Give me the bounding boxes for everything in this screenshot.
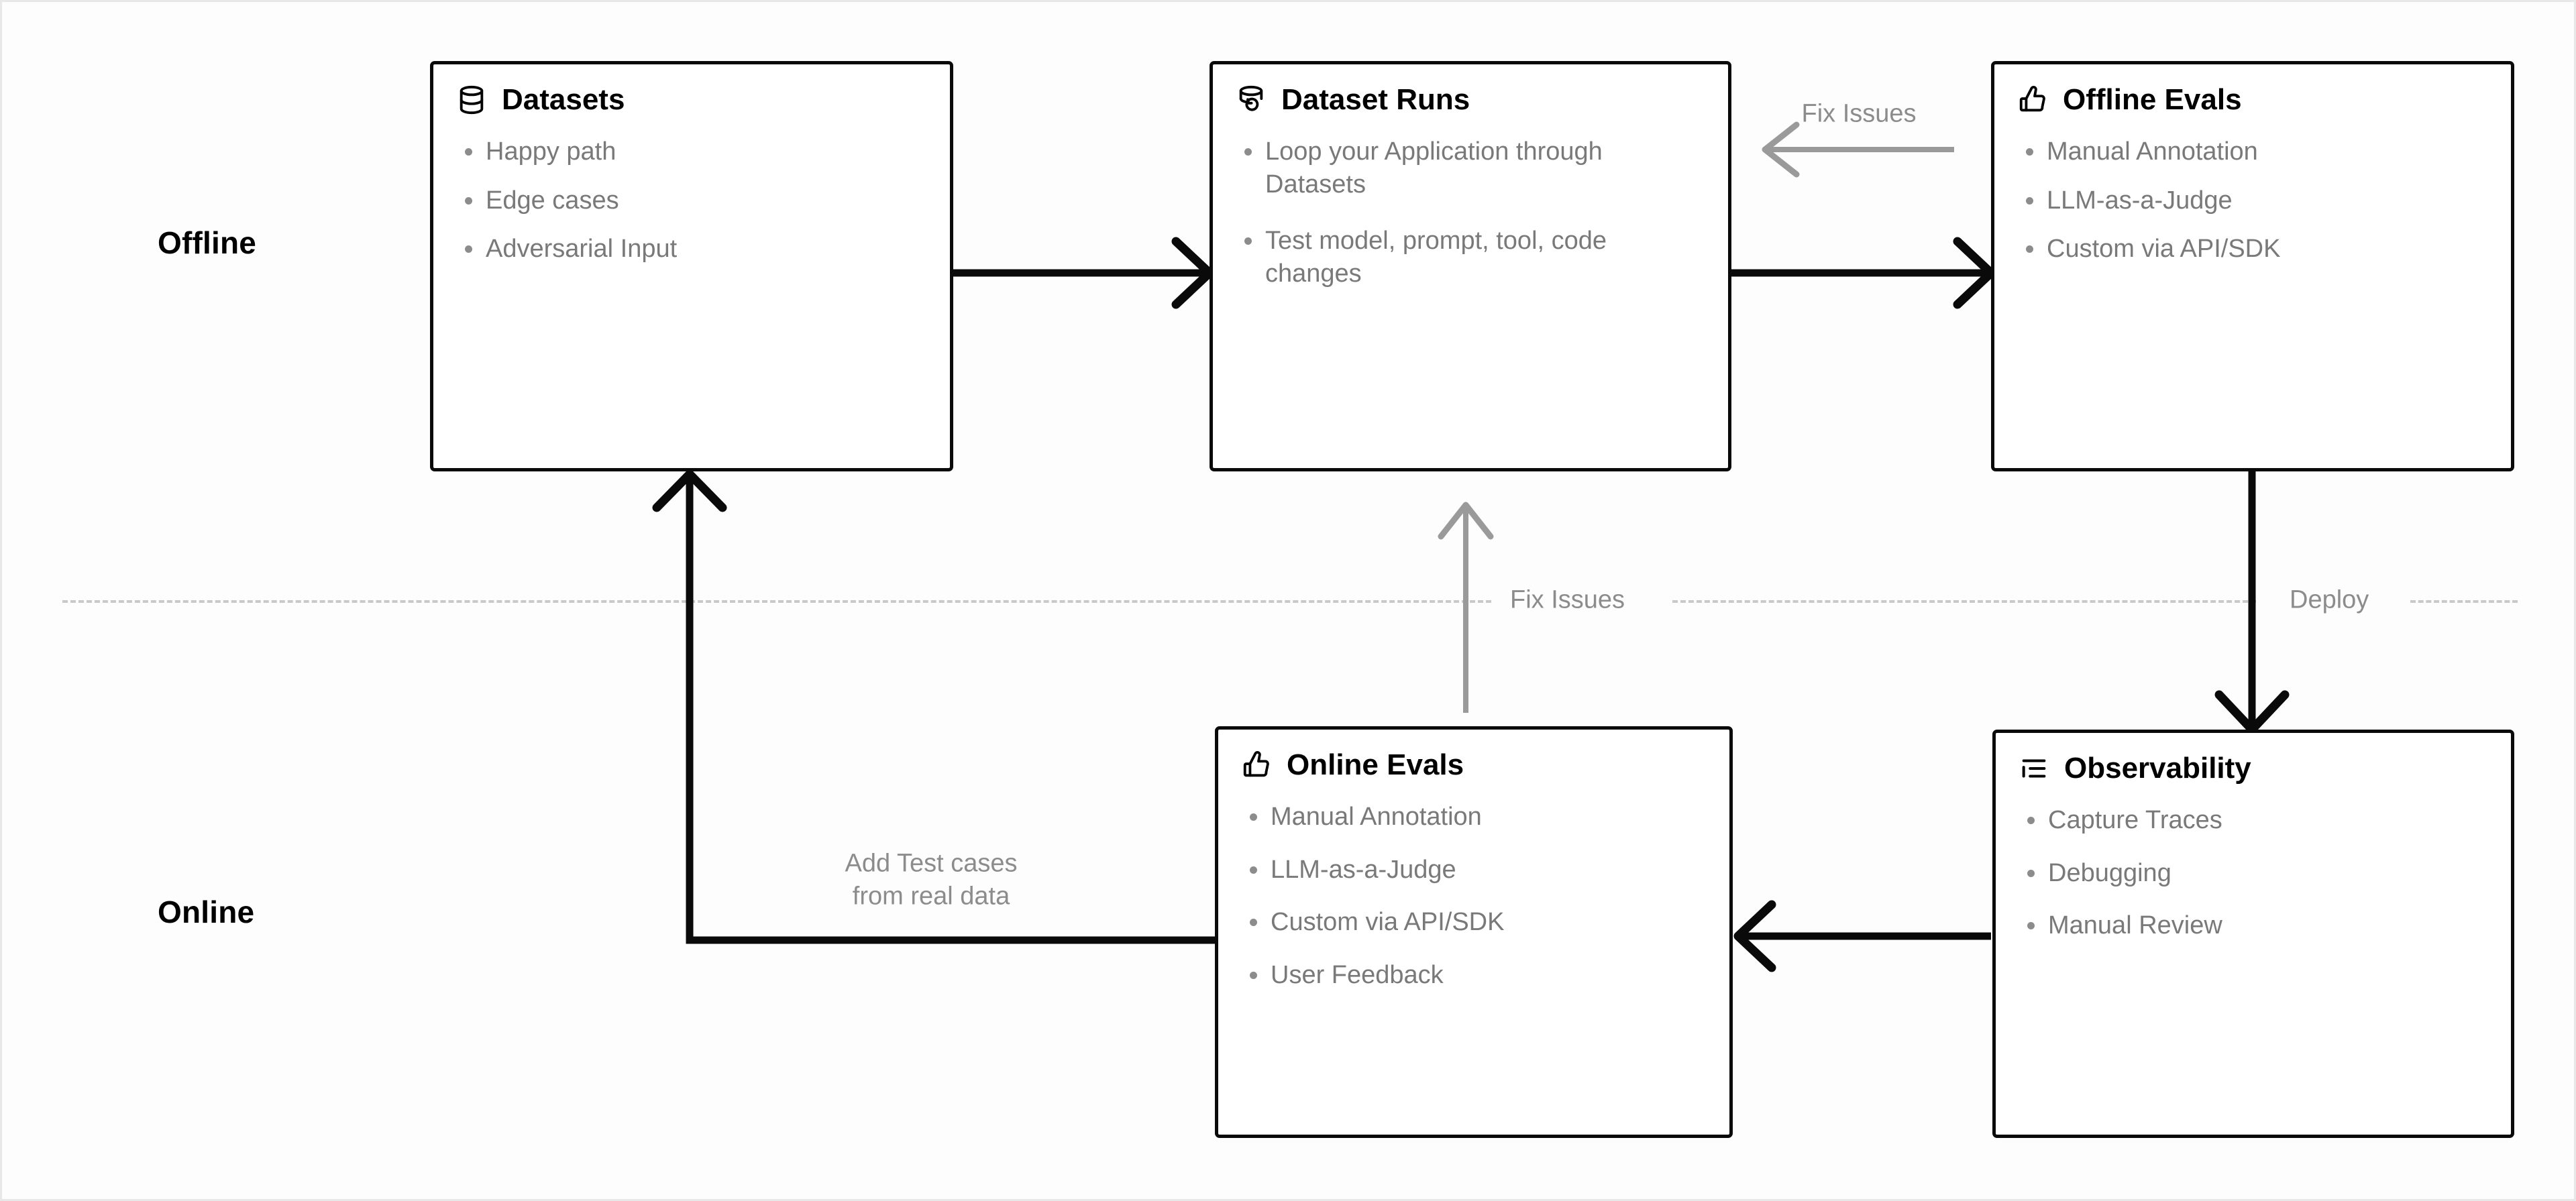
node-offline-evals-header: Offline Evals <box>2017 84 2488 115</box>
node-online-evals-list: Manual Annotation LLM-as-a-Judge Custom … <box>1241 801 1707 992</box>
list-item: User Feedback <box>1241 959 1707 992</box>
node-datasets-list: Happy path Edge cases Adversarial Input <box>456 135 927 266</box>
lane-label-offline: Offline <box>158 225 257 260</box>
list-item: LLM-as-a-Judge <box>2017 184 2488 217</box>
edge-label-fix-issues-top: Fix Issues <box>1801 99 1917 128</box>
list-item: Manual Annotation <box>2017 135 2488 168</box>
list-item: Capture Traces <box>2019 804 2488 837</box>
list-item: Adversarial Input <box>456 233 927 266</box>
edge-datasets-to-runs <box>953 237 1214 309</box>
edge-label-add-test-cases: Add Test cases from real data <box>845 849 1018 911</box>
node-datasets[interactable]: Datasets Happy path Edge cases Adversari… <box>430 61 953 471</box>
lane-divider-left <box>62 600 1491 603</box>
lane-divider-middle <box>1672 600 2256 603</box>
thumbs-up-icon <box>1243 751 1269 777</box>
database-refresh-icon <box>1239 86 1263 111</box>
node-observability-list: Capture Traces Debugging Manual Review <box>2019 804 2488 942</box>
node-datasets-header: Datasets <box>456 84 927 115</box>
node-observability[interactable]: Observability Capture Traces Debugging M… <box>1992 730 2514 1138</box>
database-icon <box>460 86 484 115</box>
edge-online-evals-to-runs <box>1438 502 1494 713</box>
node-observability-header: Observability <box>2019 752 2488 785</box>
divider-label-fix-issues: Fix Issues <box>1498 585 1638 615</box>
list-item: Manual Annotation <box>1241 801 1707 834</box>
list-item: Custom via API/SDK <box>2017 233 2488 266</box>
node-offline-evals-list: Manual Annotation LLM-as-a-Judge Custom … <box>2017 135 2488 266</box>
list-item: Custom via API/SDK <box>1241 906 1707 939</box>
node-dataset-runs-title: Dataset Runs <box>1281 83 1470 116</box>
node-dataset-runs-list: Loop your Application through Datasets T… <box>1236 135 1705 290</box>
list-item: Test model, prompt, tool, code changes <box>1236 225 1674 290</box>
list-item: Happy path <box>456 135 927 168</box>
lane-divider-right <box>2410 600 2518 603</box>
node-dataset-runs-header: Dataset Runs <box>1236 84 1705 115</box>
thumbs-up-icon <box>2019 86 2045 112</box>
lane-label-online: Online <box>158 895 255 929</box>
node-online-evals[interactable]: Online Evals Manual Annotation LLM-as-a-… <box>1215 726 1733 1138</box>
node-online-evals-header: Online Evals <box>1241 748 1707 781</box>
divider-label-deploy: Deploy <box>2277 585 2381 615</box>
node-offline-evals-title: Offline Evals <box>2063 83 2242 116</box>
list-item: LLM-as-a-Judge <box>1241 854 1707 887</box>
edge-observability-to-online-evals <box>1733 900 1991 972</box>
list-item: Debugging <box>2019 857 2488 890</box>
edge-runs-to-offline-evals <box>1731 237 1996 309</box>
node-dataset-runs[interactable]: Dataset Runs Loop your Application throu… <box>1210 61 1731 471</box>
node-offline-evals[interactable]: Offline Evals Manual Annotation LLM-as-a… <box>1991 61 2514 471</box>
edge-offline-evals-to-runs <box>1762 121 1954 178</box>
node-datasets-title: Datasets <box>502 83 625 116</box>
list-item: Edge cases <box>456 184 927 217</box>
list-item: Loop your Application through Datasets <box>1236 135 1641 201</box>
list-item: Manual Review <box>2019 909 2488 942</box>
node-observability-title: Observability <box>2064 752 2251 785</box>
list-tree-icon <box>2022 759 2046 778</box>
node-online-evals-title: Online Evals <box>1287 748 1464 781</box>
